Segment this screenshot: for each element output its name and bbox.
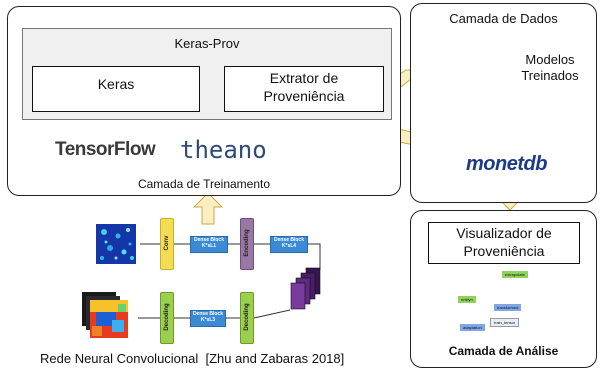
cnn-caption: Rede Neural Convolucional [Zhu and Zabar… <box>40 351 345 366</box>
monetdb-label: monetdb <box>466 153 547 175</box>
cnn-training-up-arrow <box>192 192 224 225</box>
graph-node: train_tensor <box>490 318 520 327</box>
graph-node: entityn <box>458 296 476 303</box>
input-heatmap-image <box>96 224 136 264</box>
encoding-label: Encoding <box>244 229 250 257</box>
decoding-label-left: Decoding <box>164 303 170 331</box>
decoding-block-right <box>240 292 254 344</box>
keras-prov-title: Keras-Prov <box>174 36 240 51</box>
data-layer-title: Camada de Dados <box>449 11 558 26</box>
output-heatmaps-image <box>82 292 128 338</box>
training-layer-caption: Camada de Treinamento <box>137 177 271 191</box>
theano-label: theano <box>180 136 267 164</box>
decoding-label-right: Decoding <box>244 303 250 331</box>
graph-node: adaptation <box>460 324 485 331</box>
visualizer-label-line2: Proveniência <box>463 243 545 259</box>
conv-block <box>160 218 174 270</box>
dense-block-right-line1: Dense Block <box>273 237 304 243</box>
visualizer-label-line1: Visualizador de <box>456 225 552 241</box>
conv-label: Conv <box>164 235 170 251</box>
feature-map-stack-icon <box>290 267 321 310</box>
encoding-block <box>240 218 254 270</box>
dense-block-bottom-line1: Dense Block <box>192 311 223 317</box>
dense-block-bottom-line2: K*sL3 <box>200 317 216 323</box>
models-label-line1: Modelos <box>525 52 575 67</box>
dense-block-right-line2: K*sL4 <box>281 243 297 249</box>
tensorflow-label: TensorFlow <box>55 139 156 160</box>
cnn-connectors <box>138 243 321 319</box>
analysis-layer-caption: Camada de Análise <box>448 344 559 358</box>
extractor-label-line2: Proveniência <box>263 88 345 104</box>
dense-block-top-line1: Dense Block <box>193 237 224 243</box>
dense-block-right: Dense Block K*sL4 <box>270 236 308 253</box>
graph-node: transformed <box>494 304 522 311</box>
dense-block-top-line2: K*sL1 <box>201 243 217 249</box>
extractor-label-line1: Extrator de <box>269 70 339 86</box>
data-layer-panel <box>410 3 597 203</box>
graph-node: extrapolate <box>502 271 528 278</box>
extractor-box[interactable] <box>224 66 384 112</box>
visualizer-box[interactable] <box>428 222 580 264</box>
decoding-block-left <box>160 292 174 344</box>
models-label-line2: Treinados <box>521 68 579 83</box>
keras-box[interactable] <box>32 66 200 112</box>
dense-block-top: Dense Block K*sL1 <box>190 236 228 253</box>
keras-label: Keras <box>97 76 135 92</box>
dense-block-bottom: Dense Block K*sL3 <box>190 310 226 327</box>
